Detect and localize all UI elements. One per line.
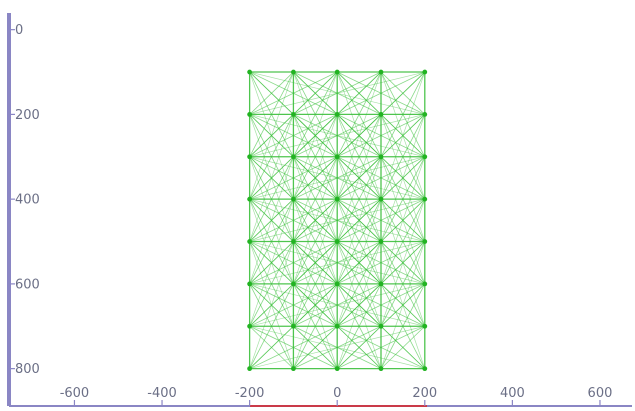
truss-node (378, 281, 384, 287)
truss-edge (249, 325, 338, 369)
truss-node (334, 281, 340, 287)
truss-edge (337, 283, 425, 327)
truss-node (291, 154, 296, 160)
truss-node (334, 69, 340, 75)
truss-node (291, 69, 296, 75)
x-tick-label: 600 (588, 386, 613, 401)
truss-node (247, 69, 253, 75)
truss-node (422, 154, 428, 160)
truss-edge (249, 156, 425, 200)
truss-edge (249, 198, 425, 242)
truss-edge (249, 198, 294, 242)
truss-edge (337, 198, 425, 242)
truss-node (422, 196, 428, 202)
truss-edge (249, 114, 294, 158)
truss-node (334, 366, 340, 372)
truss-node (422, 69, 428, 75)
y-tick-label: 600 (15, 277, 40, 292)
truss-node (247, 323, 253, 329)
truss-node (378, 154, 384, 160)
x-tick-label: 0 (333, 386, 341, 401)
truss-edge (249, 114, 338, 158)
truss-edge (249, 241, 338, 285)
truss-node (291, 323, 296, 329)
x-tick-label: 400 (500, 386, 525, 401)
truss-edge (337, 241, 425, 285)
truss-node (378, 239, 384, 244)
y-tick-label: 200 (15, 108, 40, 123)
truss-edge (249, 241, 425, 285)
truss-edge (293, 241, 382, 285)
truss-edge (293, 71, 382, 115)
truss-node (422, 281, 428, 287)
truss-edge (249, 71, 294, 115)
truss-edge (336, 325, 382, 369)
truss-edge (293, 156, 382, 200)
x-tick-label: 200 (412, 386, 437, 401)
truss-node (334, 323, 340, 329)
truss-node (422, 323, 428, 329)
x-axis: -600 -400 -200 0 200 400 600 (60, 386, 613, 406)
y-tick-label: 800 (15, 362, 40, 377)
truss-edge (293, 283, 382, 327)
x-tick-label: -200 (235, 386, 265, 401)
truss-node (422, 366, 428, 372)
truss-edge (337, 114, 425, 158)
truss-node (378, 196, 384, 202)
truss-nodes (247, 69, 428, 372)
truss-edge (249, 283, 338, 327)
truss-edge (337, 156, 425, 200)
truss-edge (293, 114, 382, 158)
truss-node (247, 154, 253, 160)
truss-edge (293, 325, 338, 369)
truss-edge (293, 325, 382, 369)
truss-node (291, 239, 296, 244)
truss-node (334, 196, 340, 202)
truss-edge (249, 114, 425, 158)
truss-edge (249, 198, 338, 242)
x-tick-label: -400 (147, 386, 177, 401)
truss-edge (249, 283, 425, 327)
y-tick-label: 400 (15, 193, 40, 208)
truss-node (334, 154, 340, 160)
truss-node (291, 366, 296, 372)
truss-node (378, 69, 384, 75)
x-tick-label: -600 (60, 386, 90, 401)
truss-node (378, 112, 384, 117)
truss-node (422, 112, 428, 117)
truss-edge (249, 325, 425, 369)
y-axis: 0 200 400 600 800 (9, 23, 40, 377)
truss-edge (249, 156, 338, 200)
truss-node (334, 112, 340, 117)
truss-edge (293, 198, 382, 242)
truss-edge (337, 71, 425, 115)
truss-edge (249, 71, 338, 115)
truss-node (247, 366, 253, 372)
truss-edge (380, 325, 426, 369)
truss-edge (249, 241, 294, 285)
truss-node (334, 239, 340, 244)
truss-node (247, 281, 253, 287)
truss-edge (249, 283, 294, 327)
truss-edge (249, 156, 294, 200)
y-tick-label: 0 (15, 23, 23, 38)
truss-node (378, 366, 384, 372)
truss-node (291, 281, 296, 287)
truss-node (291, 112, 296, 117)
truss-node (247, 196, 253, 202)
truss-node (247, 239, 253, 244)
truss-node (422, 239, 428, 244)
truss-node (291, 196, 296, 202)
truss-node (247, 112, 253, 117)
truss-edge (249, 71, 425, 115)
truss-edge (249, 325, 294, 369)
truss-node (378, 323, 384, 329)
truss-edge (337, 325, 425, 369)
